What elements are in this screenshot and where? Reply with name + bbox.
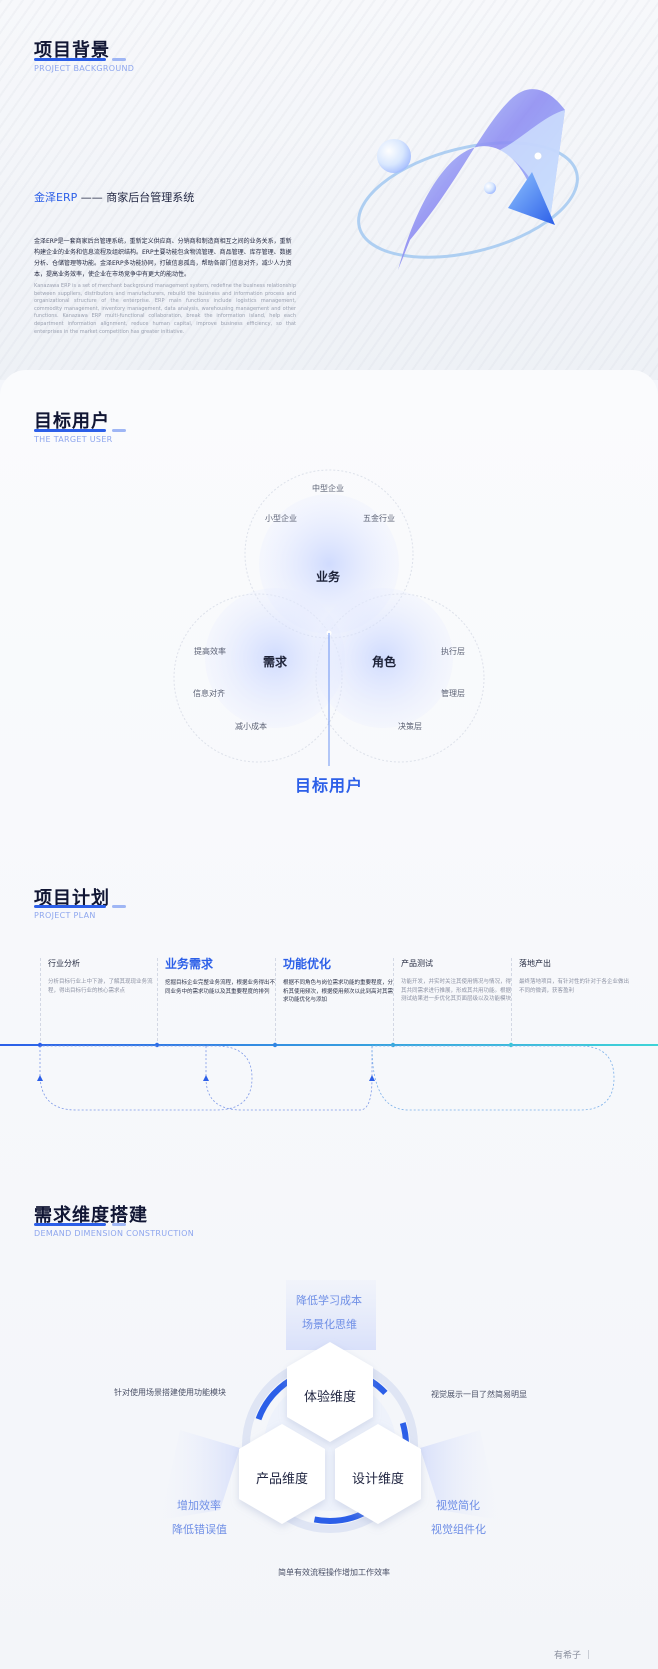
hexagon-left: [239, 1424, 325, 1524]
note-left: 针对使用场景搭建使用功能模块: [114, 1388, 226, 1397]
venn-item-role-2: 管理层: [441, 689, 465, 698]
plan-divider: [275, 958, 276, 1046]
timeline-node: [508, 1042, 514, 1048]
venn-item-demand-1: 提高效率: [194, 647, 226, 656]
timeline-node: [390, 1042, 396, 1048]
plan-step-5: 落地产出 最终落地项目，有针对性的针对于各企业做出不同的微调，获客盈利: [519, 958, 631, 995]
plan-step-title: 功能优化: [283, 957, 332, 971]
venn-title-business: 业务: [316, 570, 341, 584]
hexagon-label-design: 设计维度: [351, 1472, 404, 1487]
hexagon-top: [287, 1342, 373, 1442]
target-user-venn-diagram: [173, 469, 485, 766]
beam-left: [160, 1430, 240, 1520]
ribbon-shape: [398, 89, 565, 270]
section-title-underline: [34, 58, 126, 61]
hexagon-label-experience: 体验维度: [303, 1390, 356, 1405]
plan-divider: [511, 958, 512, 1046]
venn-center-label: 目标用户: [294, 776, 363, 795]
plan-step-desc: 挖掘目标企业完整业务流程，根据业务得出不同业务中的需求功能以及其重要程度的排列: [165, 980, 276, 995]
plan-step-1: 行业分析 分析目标行业上中下游，了解其现现业务流程，得出目标行业的核心需求点: [48, 958, 160, 995]
bubble-small: [484, 182, 496, 194]
inner-circle-demand: [205, 588, 345, 728]
product-name: 商家后台管理系统: [106, 191, 195, 204]
experience-item-1: 降低学习成本: [296, 1294, 362, 1307]
section-title-underline: [34, 905, 126, 908]
beam-right: [420, 1430, 500, 1520]
venn-item-demand-3: 减小成本: [235, 722, 267, 731]
loop-arrow-icon: [369, 1075, 375, 1081]
venn-item-business-1: 中型企业: [312, 484, 344, 493]
loop-path-2: [205, 1046, 373, 1111]
product-item-2: 降低错误值: [172, 1523, 227, 1536]
timeline-node: [154, 1042, 160, 1048]
footer-author: 有希子 ｜: [554, 1651, 593, 1661]
outer-circle-business: [244, 469, 414, 639]
product-item-1: 增加效率: [177, 1499, 221, 1512]
venn-title-demand: 需求: [263, 655, 288, 669]
plan-step-desc: 功能开发，并实时关注其使用情况与情况，得其共同需求进行推展，形成其共用功能。根据…: [401, 979, 512, 1003]
dimension-diagram: [160, 1280, 500, 1533]
plan-step-title: 行业分析: [48, 959, 80, 968]
section-subtitle-demand: DEMAND DIMENSION CONSTRUCTION: [34, 1229, 195, 1238]
plan-step-desc: 最终落地项目，有针对性的针对于各企业做出不同的微调，获客盈利: [519, 979, 630, 994]
plan-step-4: 产品测试 功能开发，并实时关注其使用情况与情况，得其共同需求进行推展，形成其共用…: [401, 958, 513, 1004]
plan-step-desc: 根据不同角色与岗位需求功能的重要程度，分析其使用频次，根据使用频次以此到高对其需…: [283, 980, 394, 1004]
venn-item-business-2: 小型企业: [265, 514, 297, 523]
loop-arrow-icon: [37, 1075, 43, 1081]
hexagon-label-product: 产品维度: [255, 1472, 308, 1487]
section-subtitle-background: PROJECT BACKGROUND: [34, 64, 135, 73]
timeline-node: [272, 1042, 278, 1048]
venn-item-role-3: 决策层: [398, 722, 422, 731]
venn-item-business-3: 五金行业: [363, 514, 395, 523]
design-item-2: 视觉组件化: [431, 1523, 486, 1536]
venn-title-role: 角色: [372, 655, 397, 669]
plan-step-3: 功能优化 根据不同角色与岗位需求功能的重要程度，分析其使用频次，根据使用频次以此…: [283, 957, 395, 1005]
venn-item-role-1: 执行层: [441, 647, 465, 656]
timeline-node: [37, 1042, 43, 1048]
plan-step-title: 落地产出: [519, 959, 551, 968]
bubble-tiny: [533, 151, 543, 161]
plan-step-title: 产品测试: [401, 959, 433, 968]
section-title-demand: 需求维度搭建: [34, 1205, 148, 1226]
note-right: 视觉展示一目了然简易明显: [431, 1390, 527, 1399]
cone-shape: [508, 172, 555, 225]
note-bottom: 简单有效流程操作增加工作效率: [278, 1568, 390, 1577]
outer-circle-role: [315, 593, 485, 763]
beam-top: [286, 1280, 376, 1350]
hero-3d-illustration: [357, 89, 579, 270]
section-subtitle-target: THE TARGET USER: [34, 435, 113, 444]
plan-divider: [393, 958, 394, 1046]
section-subtitle-plan: PROJECT PLAN: [34, 911, 96, 920]
section-title-underline: [34, 1223, 126, 1226]
section-title-target: 目标用户: [34, 411, 110, 432]
plan-step-desc: 分析目标行业上中下游，了解其现现业务流程，得出目标行业的核心需求点: [48, 979, 153, 994]
heading-dash: ——: [77, 191, 107, 204]
loop-path-3: [371, 1045, 615, 1111]
venn-item-demand-2: 信息对齐: [193, 689, 225, 698]
timeline-line: [0, 1044, 658, 1046]
hexagon-right: [335, 1424, 421, 1524]
ring-shape: [357, 141, 579, 259]
loop-arrow-icon: [203, 1075, 209, 1081]
plan-timeline: [0, 1042, 658, 1111]
loop-path-1: [39, 1045, 253, 1111]
section-title-underline: [34, 429, 126, 432]
plan-divider: [157, 958, 158, 1046]
description-chinese: 金泽ERP是一套商家后台管理系统，重新定义供应商、分销商和制造商相互之间的业务关…: [34, 238, 292, 278]
plan-step-title: 业务需求: [165, 957, 214, 971]
section-title-background: 项目背景: [34, 40, 110, 61]
bubble-large: [377, 139, 411, 173]
experience-item-2: 场景化思维: [302, 1318, 357, 1331]
product-heading: 金泽ERP —— 商家后台管理系统: [34, 189, 194, 205]
description-english: Kanazawa ERP is a set of merchant backgr…: [34, 283, 296, 335]
plan-divider: [40, 958, 41, 1046]
section-title-plan: 项目计划: [34, 888, 110, 909]
plan-step-2: 业务需求 挖掘目标企业完整业务流程，根据业务得出不同业务中的需求功能以及其重要程…: [165, 957, 277, 996]
brand-name: 金泽ERP: [34, 191, 78, 204]
ribbon-fold: [500, 110, 565, 220]
design-item-1: 视觉简化: [436, 1499, 480, 1512]
inner-circle-role: [313, 588, 453, 728]
